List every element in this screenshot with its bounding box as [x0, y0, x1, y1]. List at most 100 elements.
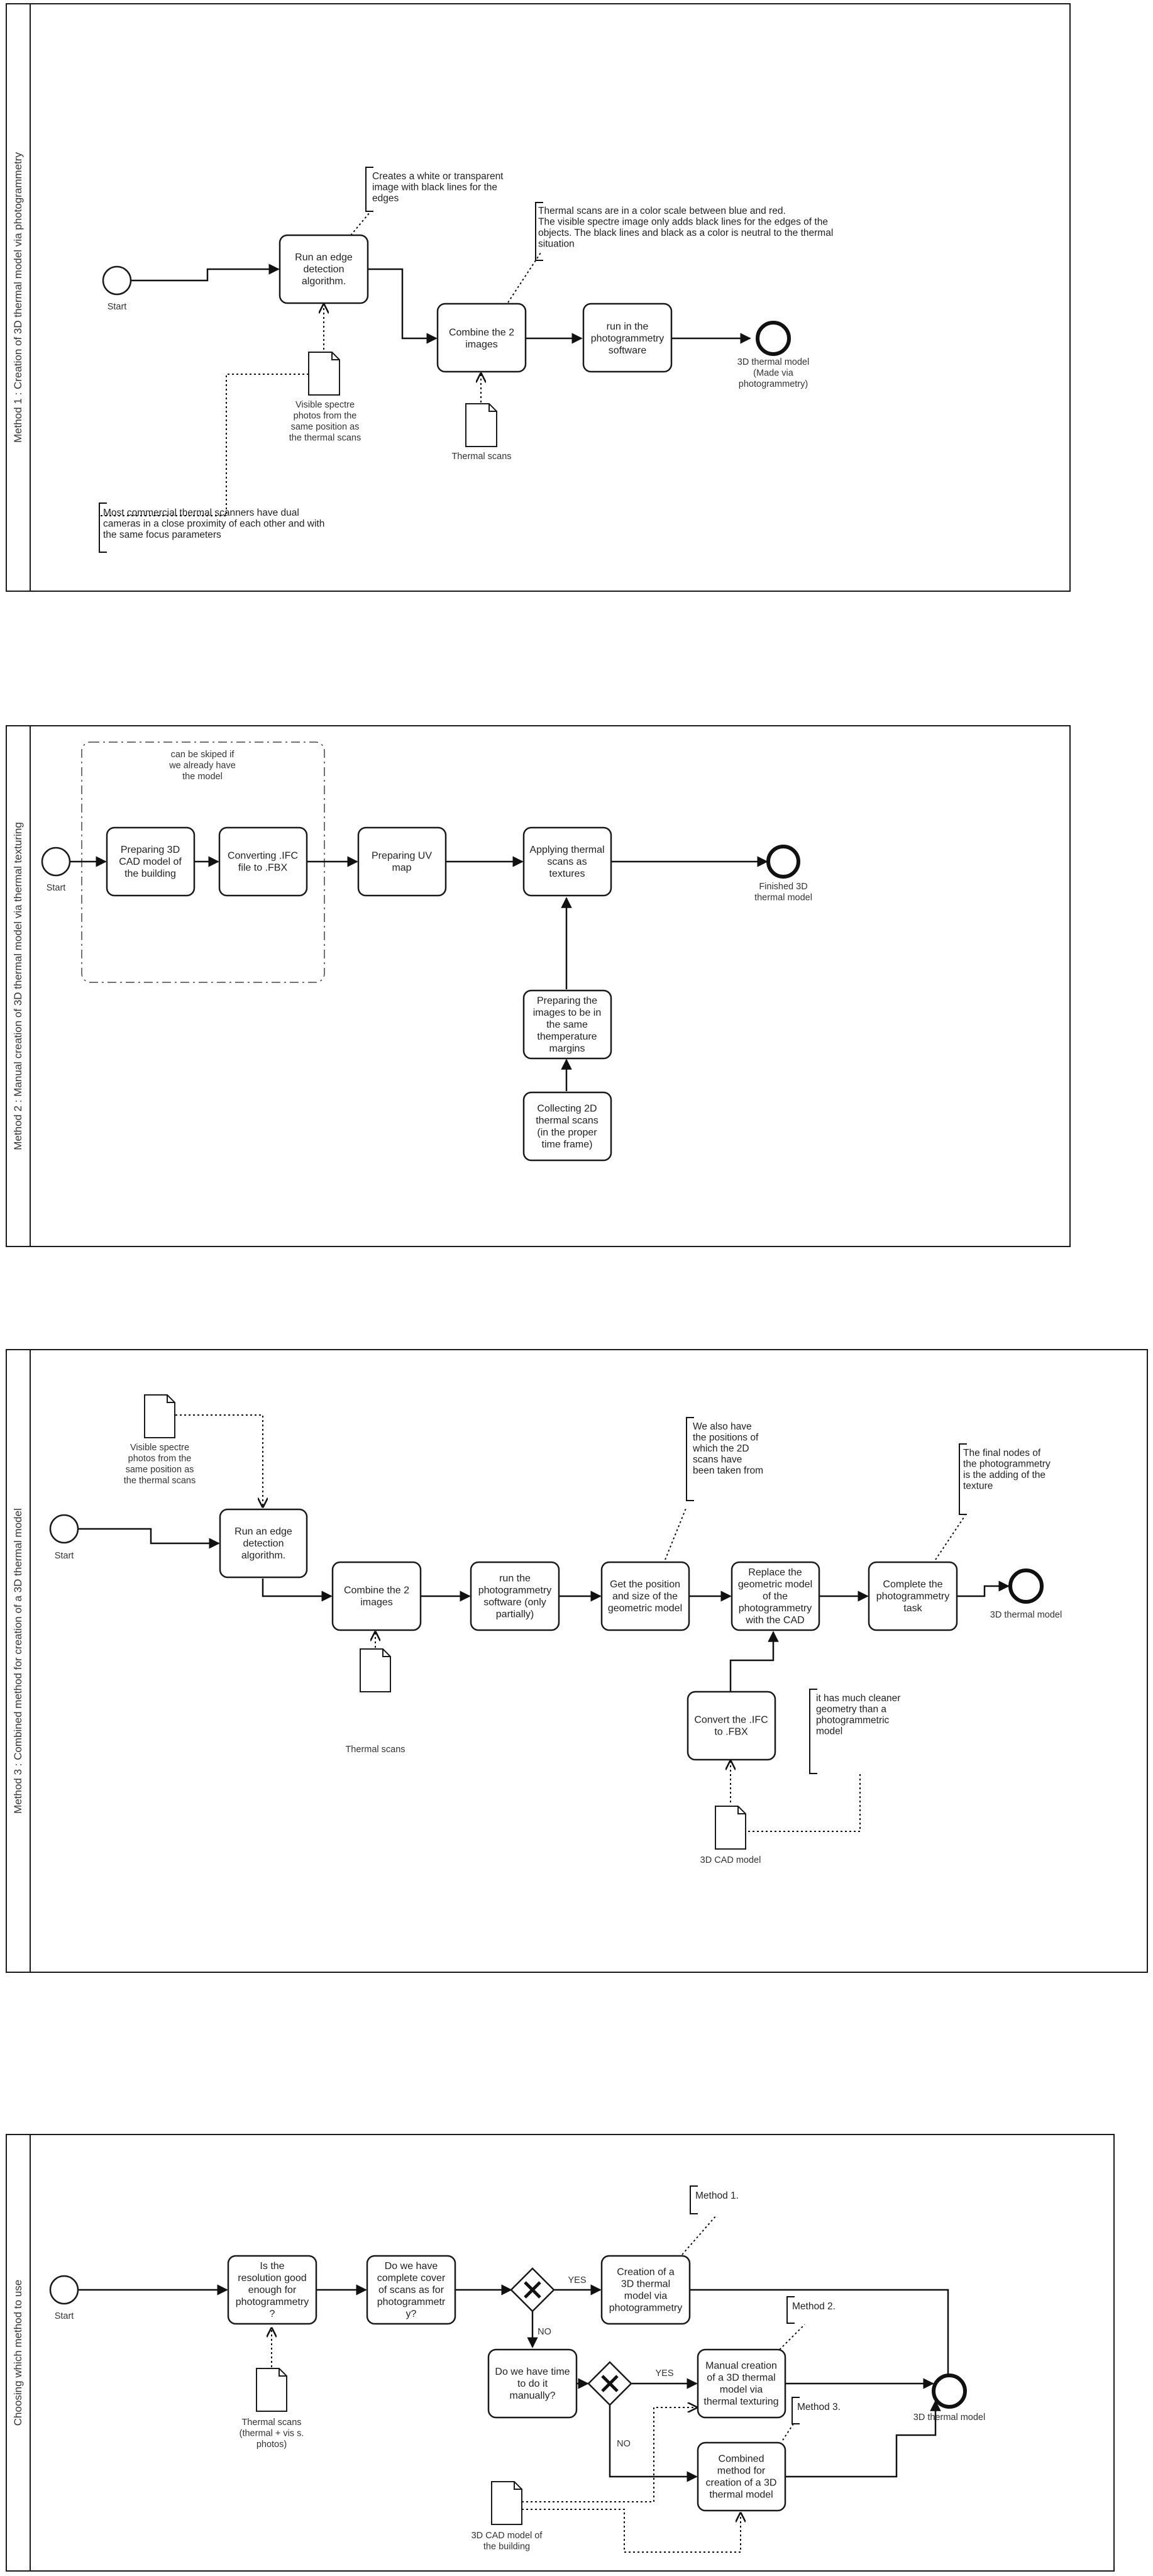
text-line: objects. The black lines and black as a … — [538, 228, 833, 238]
text-line: which the 2D — [692, 1443, 749, 1454]
text-line: Creation of a — [617, 2267, 675, 2278]
text-line: texture — [963, 1481, 993, 1492]
pool-border — [6, 3, 1071, 592]
text-line: been taken from — [693, 1465, 763, 1476]
text-line: geometric model — [608, 1603, 682, 1614]
task-replace-geometry — [731, 1561, 820, 1631]
text-line: software — [609, 345, 647, 356]
text-line: same position as — [126, 1465, 194, 1475]
task-creation-photogrammetry — [600, 2255, 691, 2325]
sequence-flow — [957, 1580, 1010, 1597]
text-line: thermal model — [709, 2490, 773, 2501]
data-object-icon — [308, 352, 340, 396]
text-line: partially) — [496, 1609, 534, 1620]
text-line: the thermal scans — [289, 433, 361, 443]
start-event — [102, 265, 132, 296]
annotation-text: Method 3. — [797, 2402, 841, 2412]
text-line: themperature — [537, 1031, 597, 1042]
data-object-icon — [360, 1648, 391, 1692]
text-line: The visible spectre image only adds blac… — [538, 217, 828, 228]
task-convert-ifc — [687, 1690, 776, 1761]
data-object-icon — [465, 403, 497, 447]
data-object-icon — [491, 2481, 522, 2525]
association — [748, 1774, 861, 1832]
flow-label-no: NO — [538, 2327, 551, 2337]
data-object-icon — [256, 2368, 287, 2412]
text-line: algorithm. — [241, 1550, 285, 1561]
annotation-bracket — [365, 167, 373, 212]
text-line: thermal model — [754, 893, 812, 903]
sequence-flow — [729, 1631, 779, 1692]
text-line: algorithm. — [302, 276, 346, 287]
text-line: photogrammetr — [377, 2297, 446, 2307]
task-prepare-uv — [357, 826, 447, 897]
text-line: and size of the — [612, 1591, 678, 1602]
text-line: images — [465, 340, 498, 350]
text-line: Visible spectre — [130, 1443, 189, 1453]
annotation-text: Most commercial thermal scanners have du… — [103, 508, 324, 540]
association — [507, 252, 541, 303]
pool-border — [6, 1349, 1148, 1973]
annotation-text: Thermal scans are in a color scale betwe… — [538, 206, 833, 250]
start-label: Start — [55, 1551, 74, 1561]
association — [779, 2324, 805, 2350]
text-line: Replace the — [748, 1567, 802, 1578]
text-line: cameras in a close proximity of each oth… — [103, 519, 324, 530]
text-line: the building — [483, 2542, 530, 2552]
text-line: of scans as for — [378, 2285, 444, 2296]
sequence-flow — [785, 2400, 941, 2478]
text-line: 3D CAD model — [700, 1855, 761, 1865]
text-line: Finished 3D — [759, 882, 807, 892]
text-line: (thermal + vis s. — [240, 2429, 304, 2439]
text-line: Most commercial thermal scanners have du… — [103, 508, 299, 518]
text-line: images — [360, 1597, 393, 1608]
text-line: the model — [182, 772, 223, 782]
association — [522, 2407, 697, 2502]
text-line: file to .FBX — [238, 863, 288, 874]
task-manual-creation — [697, 2348, 786, 2419]
doc-label: 3D CAD model — [700, 1855, 761, 1865]
text-line: Run an edge — [234, 1526, 292, 1537]
text-line: of a 3D thermal — [707, 2373, 775, 2384]
end-label: 3D thermal model — [913, 2412, 985, 2423]
text-line: photogrammetry — [478, 1585, 552, 1596]
text-line: manually? — [510, 2390, 556, 2401]
text-line: same position as — [291, 422, 360, 432]
text-line: images to be in — [533, 1008, 602, 1018]
task-collect-scans — [522, 1091, 612, 1162]
pool-method-2: Method 2 : Manual creation of 3D thermal… — [6, 725, 1071, 1247]
pool-choose-method: Choosing which method to use Start Is th… — [6, 2134, 1115, 2572]
flow-label-yes: YES — [568, 2275, 586, 2285]
text-line: edges — [372, 193, 399, 204]
association — [522, 2509, 741, 2553]
text-line: the same — [546, 1019, 588, 1030]
annotation-text: Method 2. — [792, 2301, 836, 2312]
lane-title: Method 1 : Creation of 3D thermal model … — [12, 152, 24, 443]
text-line: Do we have — [385, 2261, 438, 2272]
sequence-flow — [78, 1528, 220, 1549]
text-line: is the adding of the — [963, 1470, 1045, 1480]
annotation-bracket — [535, 202, 543, 261]
text-line: enough for — [248, 2285, 297, 2296]
flow-label-no: NO — [617, 2439, 631, 2449]
data-object-icon — [144, 1394, 175, 1438]
text-line: with the CAD — [745, 1615, 804, 1626]
text-line: scans as — [547, 857, 587, 867]
task-edge-detection — [219, 1508, 308, 1579]
text-line: margins — [549, 1043, 585, 1054]
text-line: the building — [124, 869, 176, 879]
text-line: (in the proper — [537, 1128, 597, 1138]
sequence-flow — [131, 264, 280, 282]
start-event — [49, 1514, 79, 1544]
